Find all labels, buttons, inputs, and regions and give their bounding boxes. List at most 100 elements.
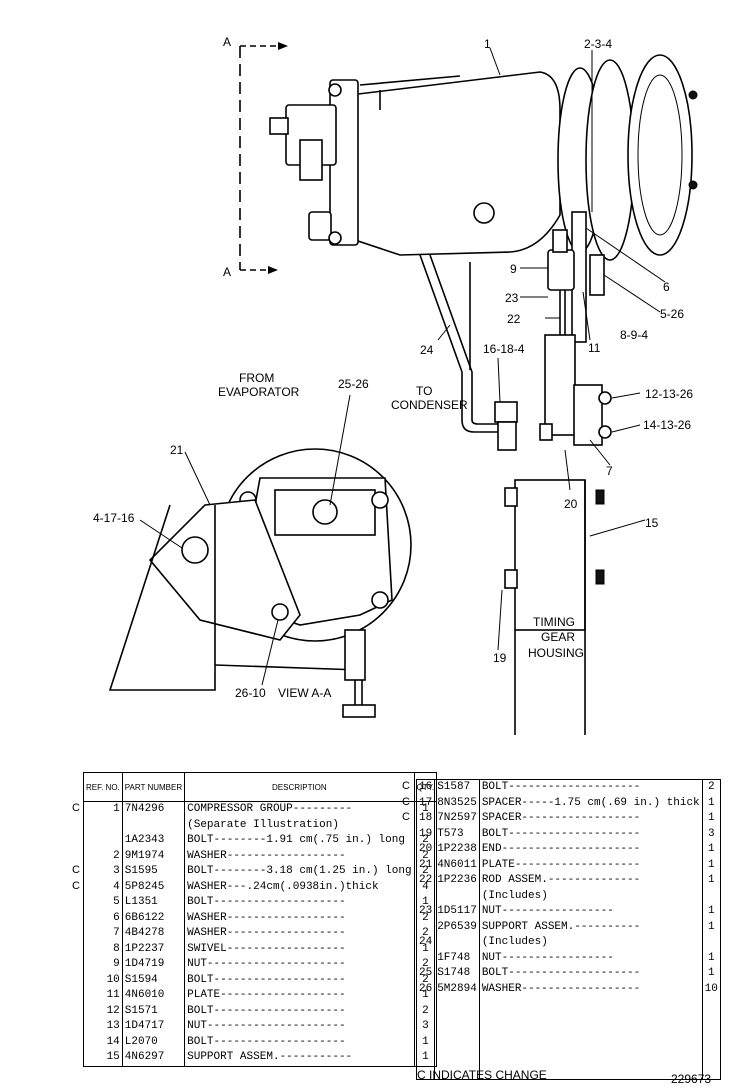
table-row: 24 (Includes) xyxy=(415,935,721,951)
cell-part: 1A2343 xyxy=(121,833,186,849)
cell-ref: 17 xyxy=(415,795,436,811)
cell-qty xyxy=(701,935,721,951)
callout-11: 11 xyxy=(588,341,601,355)
cell-part: 5P8245 xyxy=(121,879,186,895)
cell-part xyxy=(434,935,480,951)
callout-20: 20 xyxy=(564,497,578,511)
cell-desc: WASHER---.24cm(.0938in.)thick xyxy=(184,879,415,895)
cell-ref: 9 xyxy=(83,957,123,973)
cell-ref: 18 xyxy=(415,811,436,827)
callout-8-9-4: 8-9-4 xyxy=(620,328,648,342)
change-marker: C xyxy=(72,879,80,892)
header-description: DESCRIPTION xyxy=(184,772,415,802)
cell-qty: 2 xyxy=(701,779,721,796)
cell-desc: BOLT-------------------- xyxy=(478,779,703,796)
callout-22: 22 xyxy=(507,312,521,326)
filler-cell xyxy=(434,997,480,1080)
cell-ref: 25 xyxy=(415,966,436,982)
filler-cell xyxy=(701,997,721,1080)
cell-qty: 1 xyxy=(701,842,721,858)
note-from-evaporator-line2: EVAPORATOR xyxy=(218,385,300,399)
callout-21: 21 xyxy=(170,443,184,457)
drawing-number: 229673 xyxy=(671,1072,712,1086)
cell-desc: BOLT-------------------- xyxy=(184,895,415,911)
cell-desc: (Includes) xyxy=(478,935,703,951)
change-marker: C xyxy=(72,801,80,814)
cell-ref: 13 xyxy=(83,1019,123,1035)
cell-part: L2070 xyxy=(121,1034,186,1050)
cell-ref: 11 xyxy=(83,988,123,1004)
cell-ref xyxy=(415,950,436,966)
cell-desc: WASHER------------------ xyxy=(184,910,415,926)
cell-part: S1587 xyxy=(434,779,480,796)
callout-25-26: 25-26 xyxy=(338,377,369,391)
cell-part: 1P2238 xyxy=(434,842,480,858)
cell-desc: NUT--------------------- xyxy=(184,957,415,973)
cell-part: 9M1974 xyxy=(121,848,186,864)
cell-ref: 7 xyxy=(83,926,123,942)
callout-2-3-4: 2-3-4 xyxy=(584,37,612,51)
change-marker: C xyxy=(72,864,80,876)
cell-part: 8N3525 xyxy=(434,795,480,811)
change-marker: C xyxy=(402,811,410,823)
cell-part xyxy=(434,888,480,904)
callout-24: 24 xyxy=(420,343,434,357)
cell-desc: (Separate Illustration) xyxy=(184,817,415,833)
note-view-a-a: VIEW A-A xyxy=(278,686,331,700)
cell-ref: 12 xyxy=(83,1003,123,1019)
callout-19: 19 xyxy=(493,651,507,665)
note-to-condenser-line2: CONDENSER xyxy=(391,398,468,412)
cell-desc: BOLT--------3.18 cm(1.25 in.) long xyxy=(184,864,415,880)
callout-23: 23 xyxy=(505,291,519,305)
cell-ref xyxy=(83,833,123,849)
cell-part: 5M2894 xyxy=(434,981,480,997)
cell-desc: END--------------------- xyxy=(478,842,703,858)
section-marker-top: A xyxy=(223,35,231,49)
note-timing-line1: TIMING xyxy=(533,615,575,629)
cell-part: 1P2237 xyxy=(121,941,186,957)
cell-desc: BOLT-------------------- xyxy=(478,826,703,842)
cell-desc: PLATE------------------- xyxy=(478,857,703,873)
cell-ref: 4 xyxy=(83,879,123,895)
cell-qty: 10 xyxy=(701,981,721,997)
cell-desc: WASHER------------------ xyxy=(184,848,415,864)
cell-qty xyxy=(701,888,721,904)
cell-qty: 1 xyxy=(701,950,721,966)
cell-ref: 3 xyxy=(83,864,123,880)
callout-5-26: 5-26 xyxy=(660,307,684,321)
cell-part: 6B6122 xyxy=(121,910,186,926)
cell-part: L1351 xyxy=(121,895,186,911)
cell-desc: SPACER-----1.75 cm(.69 in.) thick xyxy=(478,795,703,811)
header-part-number: PART NUMBER xyxy=(121,772,186,802)
cell-ref: 22 xyxy=(415,873,436,889)
cell-desc: NUT--------------------- xyxy=(184,1019,415,1035)
cell-part: S1595 xyxy=(121,864,186,880)
cell-part: T573 xyxy=(434,826,480,842)
cell-ref: 15 xyxy=(83,1050,123,1067)
table-row: 1F748 NUT-----------------1 xyxy=(415,950,721,966)
callout-15: 15 xyxy=(645,516,659,530)
callout-16-18-4: 16-18-4 xyxy=(483,342,525,356)
note-to-condenser-line1: TO xyxy=(416,384,432,398)
cell-part: S1748 xyxy=(434,966,480,982)
cell-ref: 20 xyxy=(415,842,436,858)
cell-desc: ROD ASSEM.-------------- xyxy=(478,873,703,889)
cell-ref xyxy=(415,888,436,904)
table-filler-row xyxy=(415,997,721,1080)
cell-part: 1F748 xyxy=(434,950,480,966)
